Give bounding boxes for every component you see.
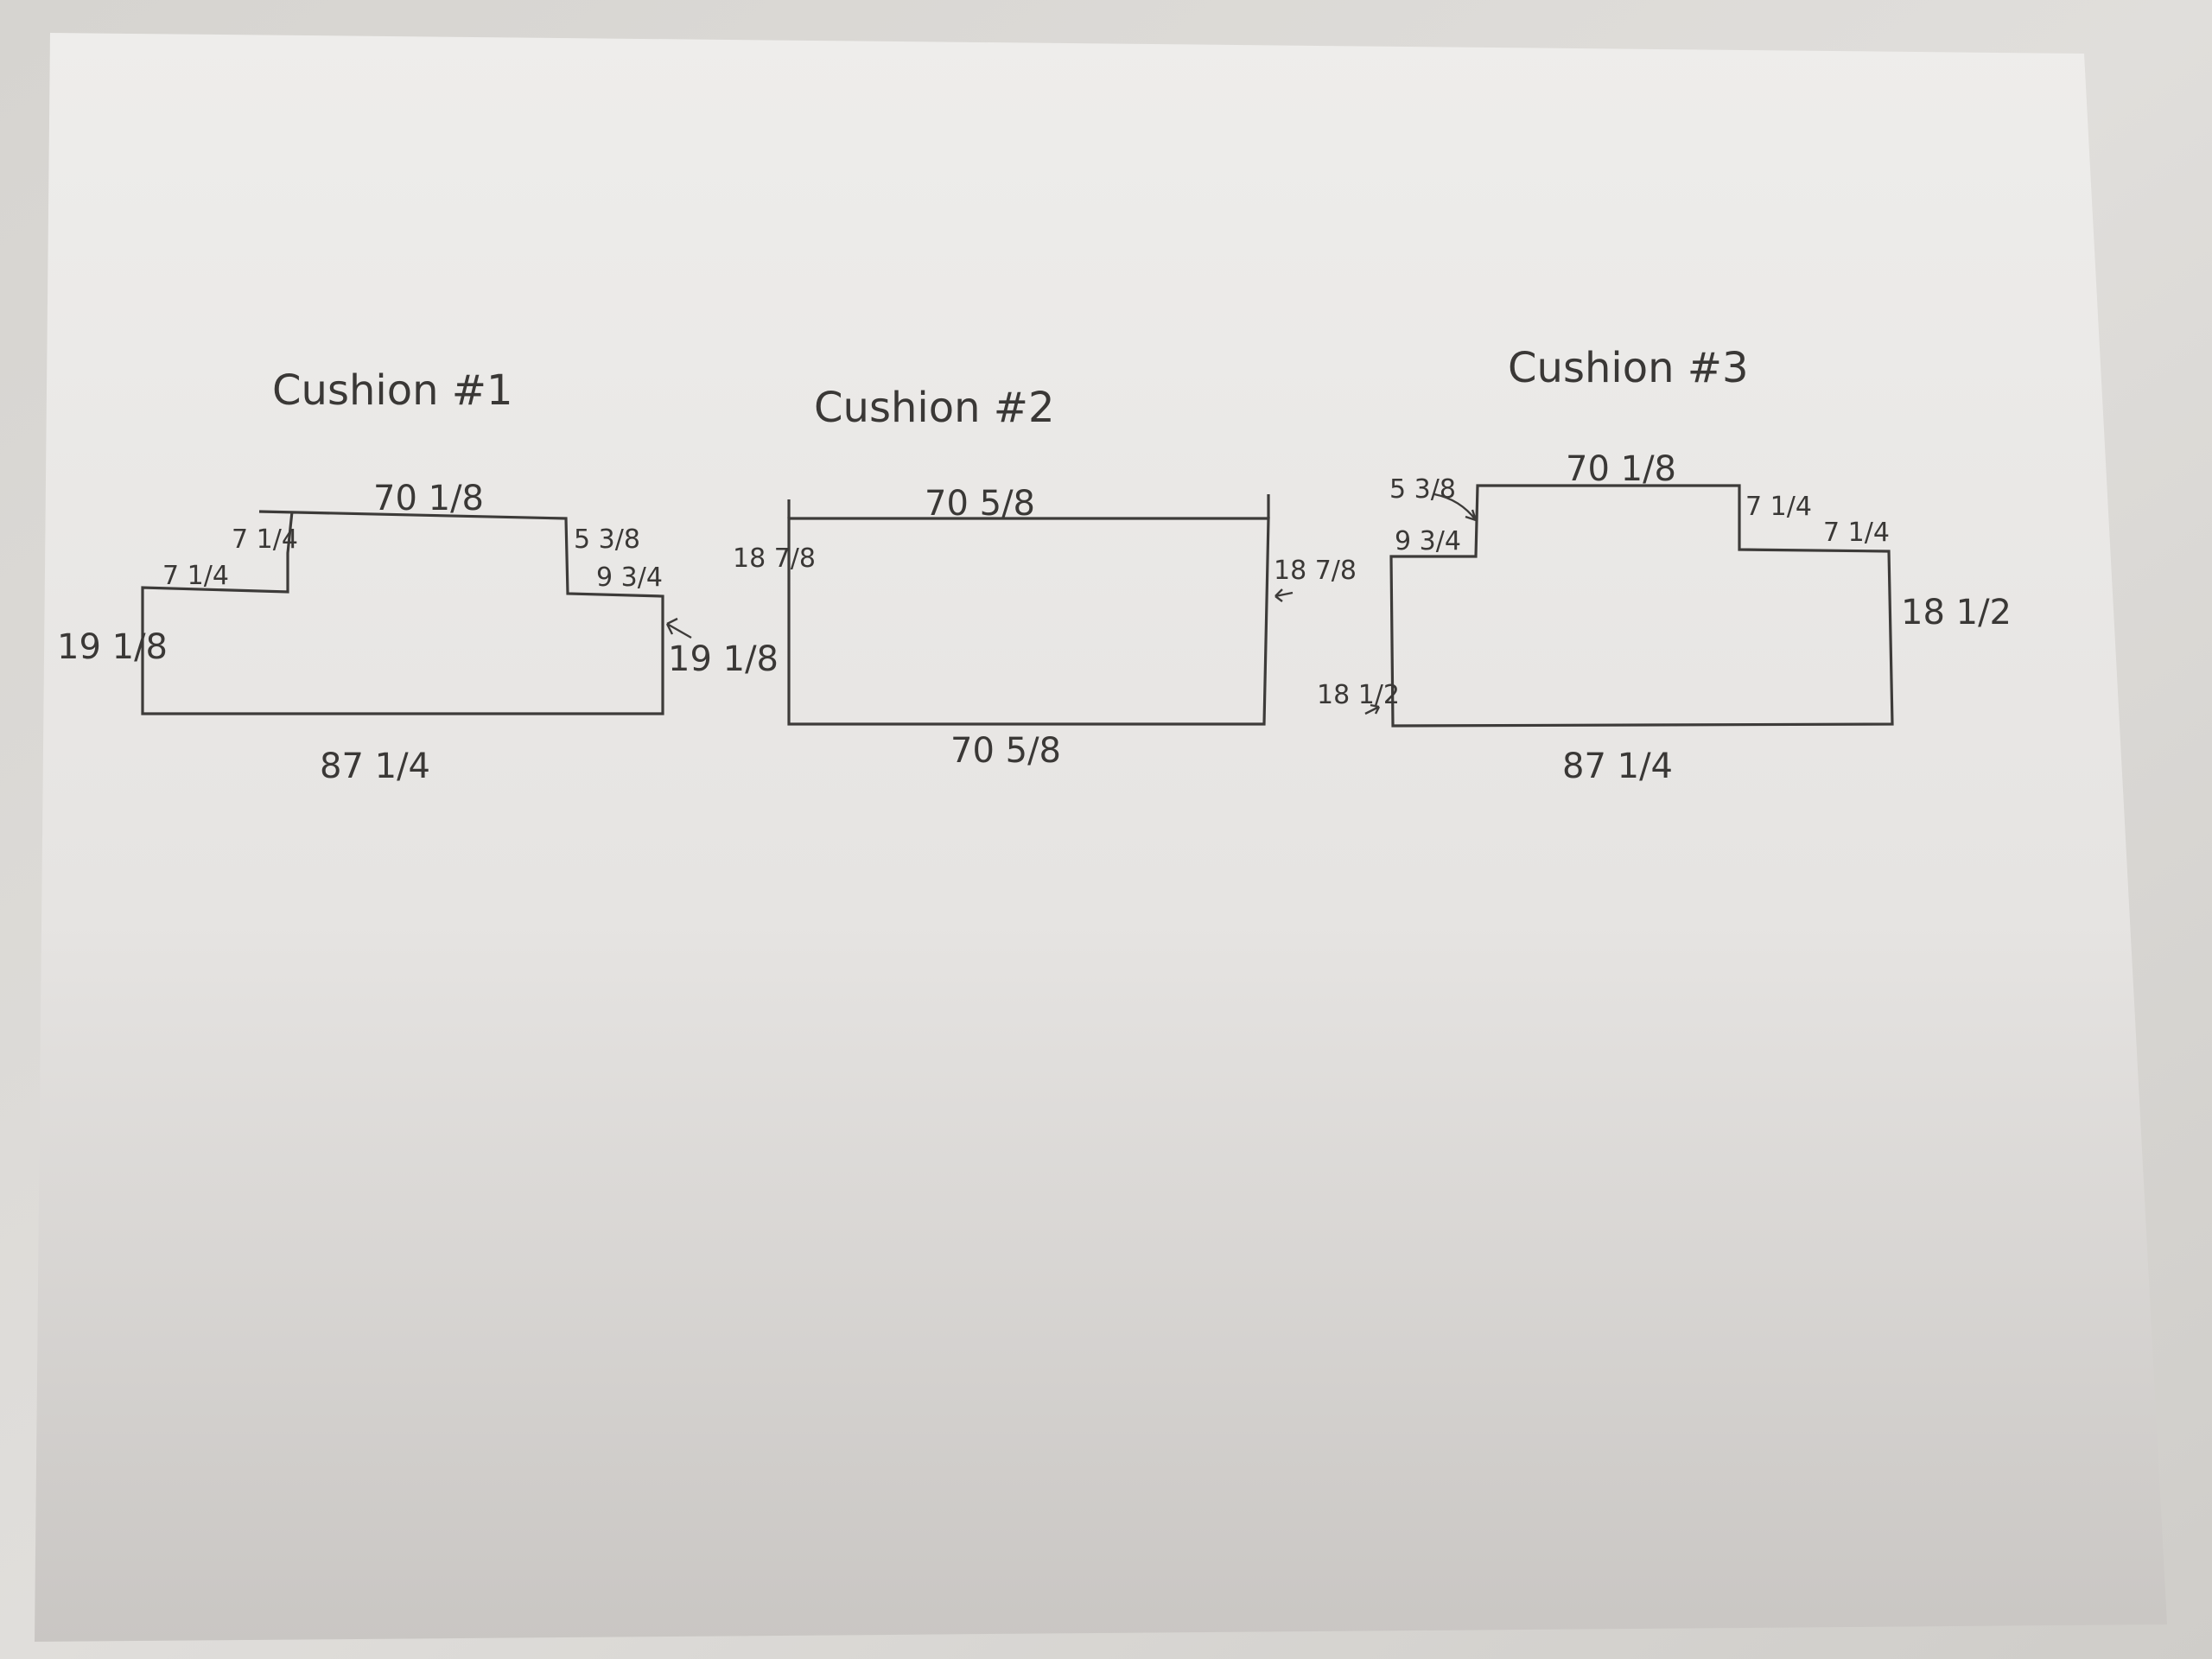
cushion-2-right-height: 18 7/8: [1274, 556, 1357, 586]
cushion-3-step-arrow: [1433, 493, 1478, 522]
cushion-1-title: Cushion #1: [272, 366, 513, 415]
cushion-1-top-dimension: 70 1/8: [373, 479, 484, 518]
cushion-1-right-height: 19 1/8: [668, 639, 779, 679]
cushion-1-right-step-depth: 5 3/8: [574, 524, 640, 555]
paper-sheet: [35, 33, 2167, 1642]
cushion-1-drawing: Cushion #1 70 1/8 87 1/4 19 1/8 19 1/8 7…: [57, 366, 779, 786]
cushion-1-left-height: 19 1/8: [57, 627, 168, 667]
cushion-1-left-step-width: 7 1/4: [162, 561, 229, 591]
cushion-3-bottom-dimension: 87 1/4: [1562, 747, 1673, 786]
cushion-3-title: Cushion #3: [1508, 344, 1749, 392]
cushion-1-left-step-depth: 7 1/4: [232, 524, 298, 555]
cushion-3-left-height: 18 1/2: [1317, 680, 1400, 710]
cushion-1-outline: [141, 510, 664, 715]
cushion-2-right-arrow: [1274, 588, 1294, 602]
cushion-3-left-arrow: [1364, 703, 1381, 715]
cushion-1-bottom-dimension: 87 1/4: [320, 747, 430, 786]
cushion-3-outline: [1389, 484, 1894, 728]
cushion-3-left-step-width: 9 3/4: [1395, 526, 1461, 556]
cushion-3-left-step-depth: 5 3/8: [1389, 474, 1456, 505]
cushion-2-top-dimension: 70 5/8: [925, 484, 1035, 524]
cushion-3-right-height: 18 1/2: [1901, 593, 2012, 632]
cushion-1-right-step-width: 9 3/4: [596, 563, 663, 593]
cushion-3-top-dimension: 70 1/8: [1566, 449, 1676, 489]
cushion-3-right-step-depth: 7 1/4: [1745, 492, 1812, 522]
cushion-1-right-arrow: [665, 617, 692, 639]
cushion-2-title: Cushion #2: [814, 384, 1055, 432]
cushion-2-left-height: 18 7/8: [733, 543, 816, 574]
cushion-3-right-step-width: 7 1/4: [1823, 518, 1890, 548]
cushion-3-drawing: Cushion #3 70 1/8 87 1/4 18 1/2 18 1/2 5…: [1317, 344, 2012, 786]
cushion-2-drawing: Cushion #2 70 5/8 70 5/8 18 7/8 18 7/8: [733, 384, 1357, 771]
cushion-2-bottom-dimension: 70 5/8: [950, 731, 1061, 771]
cushion-2-outline: [787, 517, 1270, 726]
